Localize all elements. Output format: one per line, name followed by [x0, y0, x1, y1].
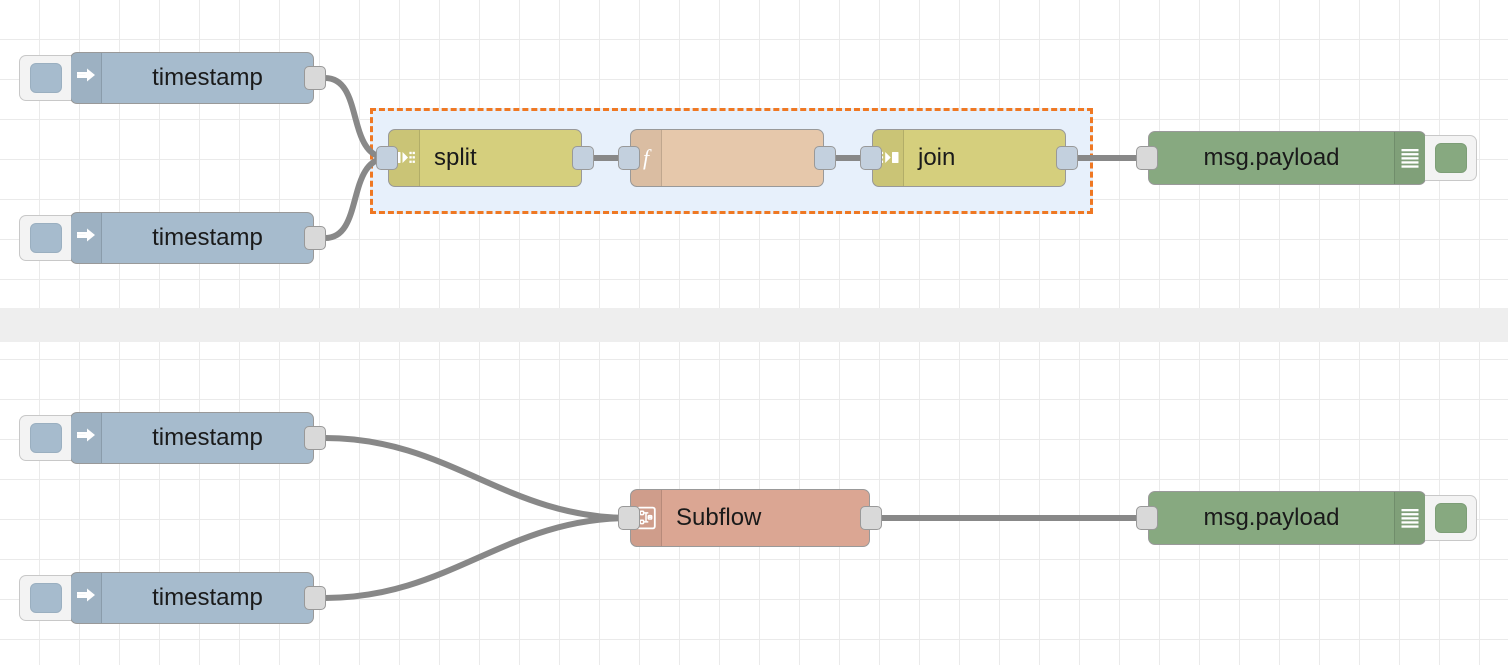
- debug-lines-icon: [1401, 509, 1419, 528]
- node-label: timestamp: [152, 64, 263, 91]
- node-icon-cell: [71, 213, 102, 263]
- node-label: timestamp: [152, 584, 263, 611]
- node-icon-cell: [1394, 492, 1425, 544]
- function-f-icon: f: [643, 145, 652, 170]
- debug-toggle-button[interactable]: [1425, 495, 1477, 541]
- node-icon-cell: [71, 413, 102, 463]
- node-input-port[interactable]: [376, 146, 398, 170]
- debug-lines-icon: [1401, 149, 1419, 168]
- node-icon-cell: [71, 573, 102, 623]
- node-input-port[interactable]: [618, 146, 640, 170]
- inject-trigger-button[interactable]: [19, 55, 71, 101]
- inject-button-knob: [29, 423, 62, 453]
- node-input-port[interactable]: [618, 506, 640, 530]
- node-input-port[interactable]: [1136, 146, 1158, 170]
- flow-divider: [0, 308, 1508, 342]
- node-output-port[interactable]: [860, 506, 882, 530]
- node-label: msg.payload: [1203, 504, 1340, 531]
- node-label: timestamp: [152, 224, 263, 251]
- node-function[interactable]: f: [618, 129, 836, 187]
- node-debug-msg-payload[interactable]: msg.payload: [1136, 131, 1477, 185]
- node-inject-timestamp[interactable]: timestamp: [19, 212, 326, 264]
- wire-inject4-to-subflow[interactable]: [322, 515, 633, 601]
- node-inject-timestamp[interactable]: timestamp: [19, 412, 326, 464]
- node-label: timestamp: [152, 424, 263, 451]
- wire-inject3-to-subflow[interactable]: [322, 435, 633, 521]
- debug-button-knob: [1434, 503, 1467, 533]
- arrow-right-icon: [77, 588, 95, 602]
- node-output-port[interactable]: [304, 226, 326, 250]
- node-icon-cell: [71, 53, 102, 103]
- node-split-split[interactable]: split: [376, 129, 594, 187]
- node-subflow-subflow[interactable]: Subflow: [618, 489, 882, 547]
- node-label: Subflow: [676, 504, 762, 531]
- node-input-port[interactable]: [1136, 506, 1158, 530]
- debug-button-knob: [1434, 143, 1467, 173]
- arrow-right-icon: [77, 428, 95, 442]
- inject-button-knob: [29, 63, 62, 93]
- node-output-port[interactable]: [1056, 146, 1078, 170]
- node-label: split: [434, 144, 477, 171]
- node-output-port[interactable]: [572, 146, 594, 170]
- node-label: [662, 130, 823, 186]
- node-output-port[interactable]: [304, 66, 326, 90]
- inject-trigger-button[interactable]: [19, 575, 71, 621]
- node-output-port[interactable]: [304, 586, 326, 610]
- node-inject-timestamp[interactable]: timestamp: [19, 52, 326, 104]
- inject-trigger-button[interactable]: [19, 415, 71, 461]
- node-output-port[interactable]: [814, 146, 836, 170]
- node-input-port[interactable]: [860, 146, 882, 170]
- node-debug-msg-payload[interactable]: msg.payload: [1136, 491, 1477, 545]
- inject-trigger-button[interactable]: [19, 215, 71, 261]
- node-join-join[interactable]: join: [860, 129, 1078, 187]
- inject-button-knob: [29, 583, 62, 613]
- arrow-right-icon: [77, 68, 95, 82]
- inject-button-knob: [29, 223, 62, 253]
- node-label: msg.payload: [1203, 144, 1340, 171]
- arrow-right-icon: [77, 228, 95, 242]
- node-output-port[interactable]: [304, 426, 326, 450]
- debug-toggle-button[interactable]: [1425, 135, 1477, 181]
- svg-text:f: f: [643, 145, 652, 170]
- node-label: join: [918, 144, 956, 171]
- subflow-icon: [636, 506, 656, 530]
- node-inject-timestamp[interactable]: timestamp: [19, 572, 326, 624]
- node-icon-cell: [1394, 132, 1425, 184]
